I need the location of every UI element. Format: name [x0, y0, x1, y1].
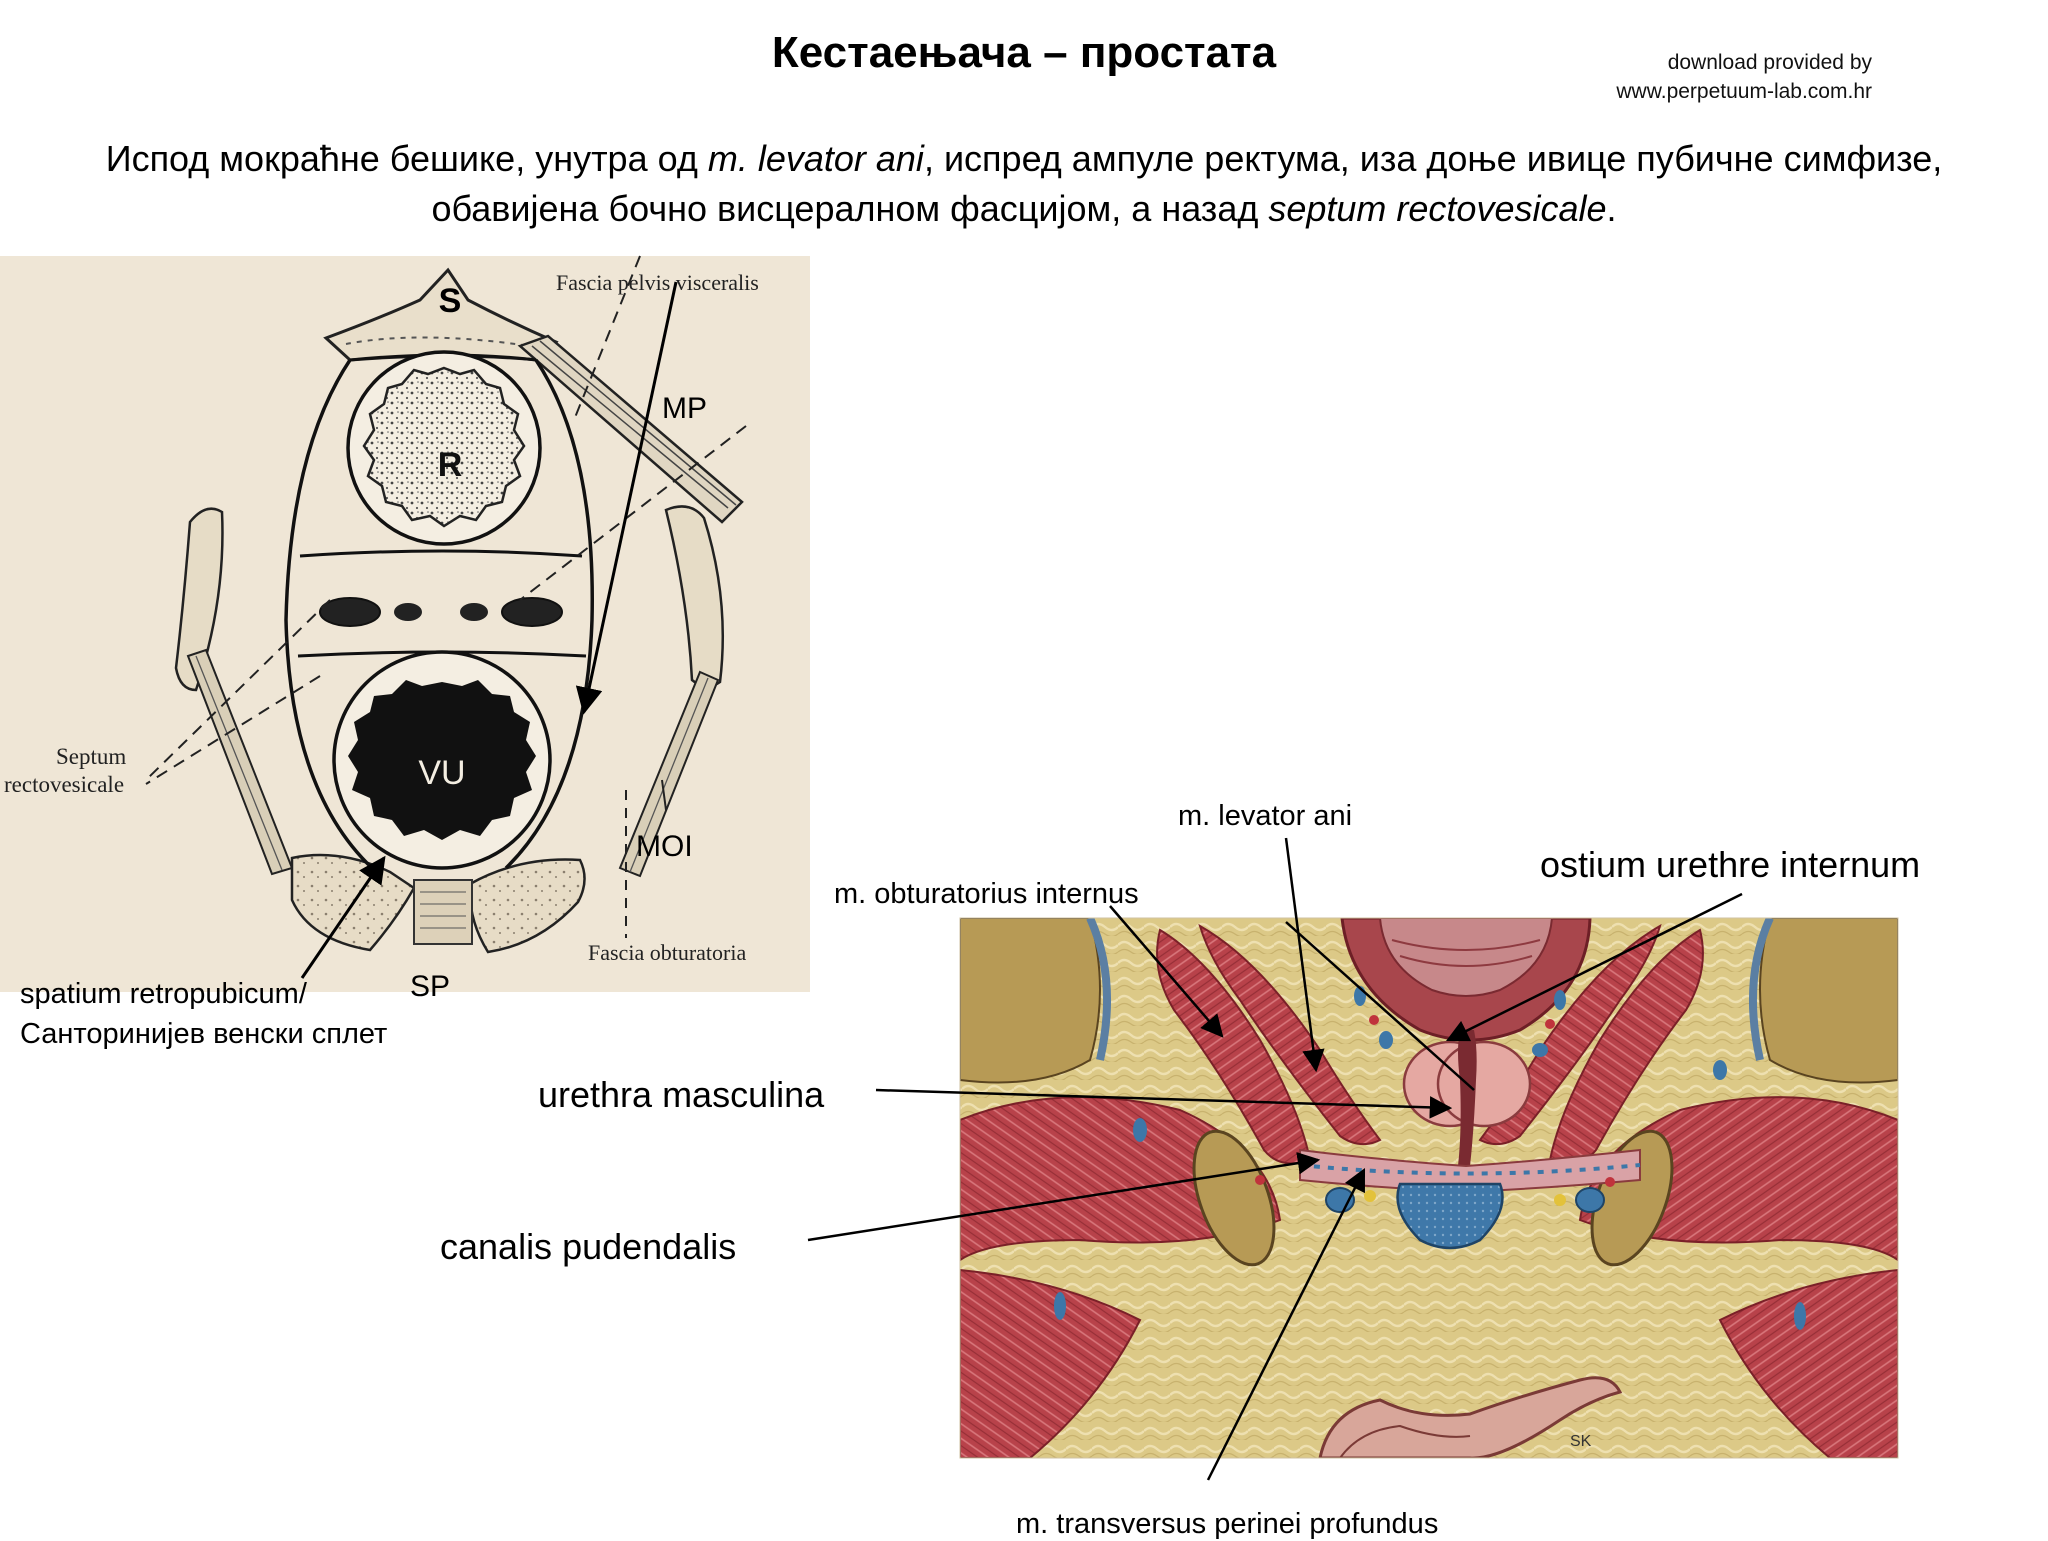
- prostate-right-lobe: [1436, 1040, 1532, 1128]
- anal-canal: [1318, 1376, 1623, 1458]
- intro-part-3: .: [1606, 188, 1617, 229]
- leader-ostium: [1445, 892, 1743, 1042]
- page-title: Кестаењача – простата: [771, 28, 1277, 77]
- caption-spatium: spatium retropubicum/: [20, 978, 307, 1010]
- intro-paragraph: Испод мокраћне бешике, унутра од m. leva…: [40, 134, 2008, 234]
- label-urethra-masculina: urethra masculina: [538, 1074, 825, 1115]
- pubic-symphysis: [413, 879, 473, 945]
- scattered-vessels: [1054, 986, 1806, 1330]
- caption-santorini: Санторинијев венски сплет: [20, 1018, 388, 1050]
- schematic-pelvis-section: S R VU MP MOI SP Fascia pelvis viscerali…: [0, 255, 810, 1003]
- label-fascia-pelvis: Fascia pelvis visceralis: [556, 270, 759, 295]
- label-obturatorius-internus: m. obturatorius internus: [834, 878, 1139, 910]
- left-pelvic-bone: [174, 507, 224, 692]
- bone-upper-right: [1759, 918, 1898, 1084]
- leader-canalis: [807, 1152, 1321, 1242]
- label-fascia-obturatoria: Fascia obturatoria: [588, 940, 746, 965]
- urethra-channel: [1458, 1030, 1477, 1166]
- seminal-vesicle-right: [501, 597, 563, 627]
- leader-transversus: [1206, 1167, 1366, 1481]
- leader-urethra: [875, 1088, 1453, 1119]
- label-moi: MOI: [636, 830, 693, 863]
- intro-italic-2: septum rectovesicale: [1268, 188, 1607, 229]
- label-septum-2: rectovesicale: [4, 772, 124, 797]
- credit-line-2: www.perpetuum-lab.com.hr: [1616, 80, 1872, 103]
- vas-deferens-left: [394, 603, 422, 621]
- label-mp: MP: [662, 392, 707, 425]
- bladder-lumen: [348, 680, 536, 840]
- septum-line-upper: [299, 549, 583, 558]
- intro-part-2: , испред ампуле ректума, иза доње ивице …: [431, 138, 1943, 229]
- label-r: R: [438, 446, 463, 484]
- artist-signature: SK: [1570, 1433, 1592, 1450]
- intro-part-1: Испод мокраћне бешике, унутра од: [105, 138, 708, 179]
- rectum-mucosa: [362, 366, 526, 528]
- label-septum-1: Septum: [56, 744, 126, 769]
- bulb-of-penis: [1396, 1182, 1504, 1250]
- pudendal-vessel-right: [1575, 1187, 1605, 1213]
- leader-levator-ani: [1284, 837, 1325, 1073]
- spatium-arrow: [300, 855, 386, 979]
- label-s: S: [439, 282, 462, 320]
- levator-ani-left: [1198, 923, 1382, 1146]
- muscle-gluteal-right: [1718, 1268, 1898, 1458]
- intro-italic-1: m. levator ani: [707, 138, 924, 179]
- section-frame: [959, 917, 1899, 1459]
- anatomical-coronal-section: SK: [807, 837, 1899, 1481]
- muscle-gluteal-left: [960, 1268, 1142, 1458]
- ischium-left: [1192, 1129, 1276, 1267]
- leader-levator-ani-line: [1285, 921, 1475, 1091]
- bone-upper-left: [960, 918, 1101, 1084]
- label-canalis-pudendalis: canalis pudendalis: [440, 1226, 737, 1267]
- label-transversus-perinei: m. transversus perinei profundus: [1016, 1508, 1439, 1540]
- label-levator-ani: m. levator ani: [1178, 800, 1353, 832]
- fascia-pelvis-arrow: [575, 281, 678, 715]
- seminal-vesicle-left: [319, 597, 381, 627]
- credit-text: download provided by www.perpetuum-lab.c…: [1616, 48, 1872, 106]
- right-pubic-bone: [468, 858, 586, 954]
- label-ostium-urethre: ostium urethre internum: [1540, 844, 1921, 885]
- leader-obturatorius: [1109, 905, 1224, 1038]
- label-vu: VU: [418, 754, 465, 792]
- right-pelvic-bone: [664, 505, 724, 688]
- label-sp: SP: [410, 970, 450, 1003]
- credit-line-1: download provided by: [1667, 51, 1872, 74]
- visceral-fascia: [284, 359, 594, 870]
- vas-deferens-right: [460, 603, 488, 621]
- bladder-lumen-section: [1378, 918, 1554, 997]
